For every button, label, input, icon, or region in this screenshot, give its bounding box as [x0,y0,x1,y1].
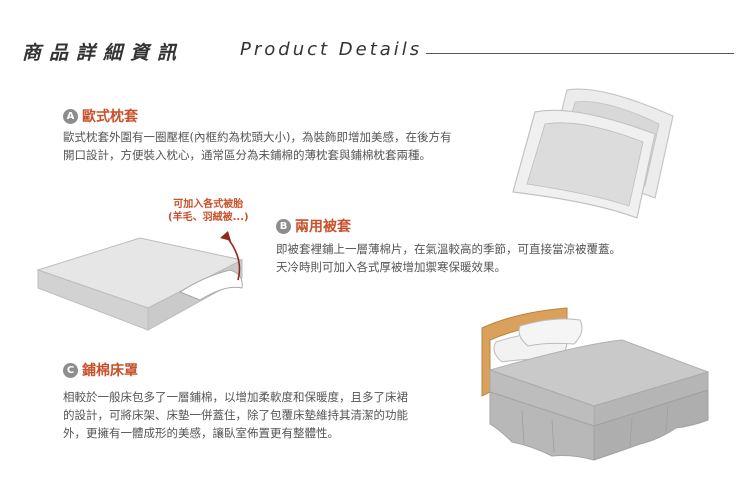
section-b-line-1: 即被套裡鋪上一層薄棉片，在氣溫較高的季節，可直接當涼被覆蓋。 [276,242,621,256]
section-a-title: A 歐式枕套 [63,106,138,126]
section-a-line-2: 開口設計，方便裝入枕心，通常區分為未鋪棉的薄枕套與鋪棉枕套兩種。 [63,148,431,162]
section-c-badge: C [63,362,78,378]
section-c-title-text: 鋪棉床罩 [82,363,138,379]
duvet-callout: 可加入各式被胎 (羊毛、羽絨被...) [168,198,249,224]
section-c-description: 相較於一般床包多了一層鋪棉，以增加柔軟度和保暖度，且多了床裙 的設計，可將床架、… [63,388,408,442]
section-b-line-2: 天冷時則可加入各式厚被增加禦寒保暖效果。 [276,260,506,274]
callout-arrow-icon [220,231,241,281]
section-b-title-text: 兩用被套 [295,219,351,235]
section-a-description: 歐式枕套外圍有一圈壓框(內框約為枕頭大小)，為裝飾即增加美感，在後方有 開口設計… [63,128,451,164]
callout-line-2: (羊毛、羽絨被...) [168,212,249,223]
pillow-front [512,109,656,219]
section-b-title: B 兩用被套 [276,216,351,236]
section-a-title-text: 歐式枕套 [82,109,138,125]
section-c-line-2: 的設計，可將床架、床墊一併蓋住，除了包覆床墊維持其清潔的功能 [63,408,408,422]
pillow-illustration [512,88,674,219]
duvet-cover [36,237,244,331]
section-a-line-1: 歐式枕套外圍有一圈壓框(內框約為枕頭大小)，為裝飾即增加美感，在後方有 [63,130,452,144]
section-c-title: C 鋪棉床罩 [63,360,138,380]
section-c-line-1: 相較於一般床包多了一層鋪棉，以增加柔軟度和保暖度，且多了床裙 [63,390,408,404]
callout-line-1: 可加入各式被胎 [173,199,244,210]
page-title-zh: 商品詳細資訊 [22,42,185,64]
section-b-badge: B [276,218,291,234]
bed-illustration [481,307,710,461]
section-c-line-3: 外，更擁有一體成形的美感，讓臥室佈置更有整體性。 [63,426,339,440]
header-divider [426,53,734,54]
page-header: 商品詳細資訊 Product Details [14,38,734,68]
bed-cover [488,339,710,461]
section-a-badge: A [63,108,78,124]
page-title-en: Product Details [240,39,423,60]
duvet-illustration [36,231,244,331]
section-b-description: 即被套裡鋪上一層薄棉片，在氣溫較高的季節，可直接當涼被覆蓋。 天冷時則可加入各式… [276,240,621,276]
